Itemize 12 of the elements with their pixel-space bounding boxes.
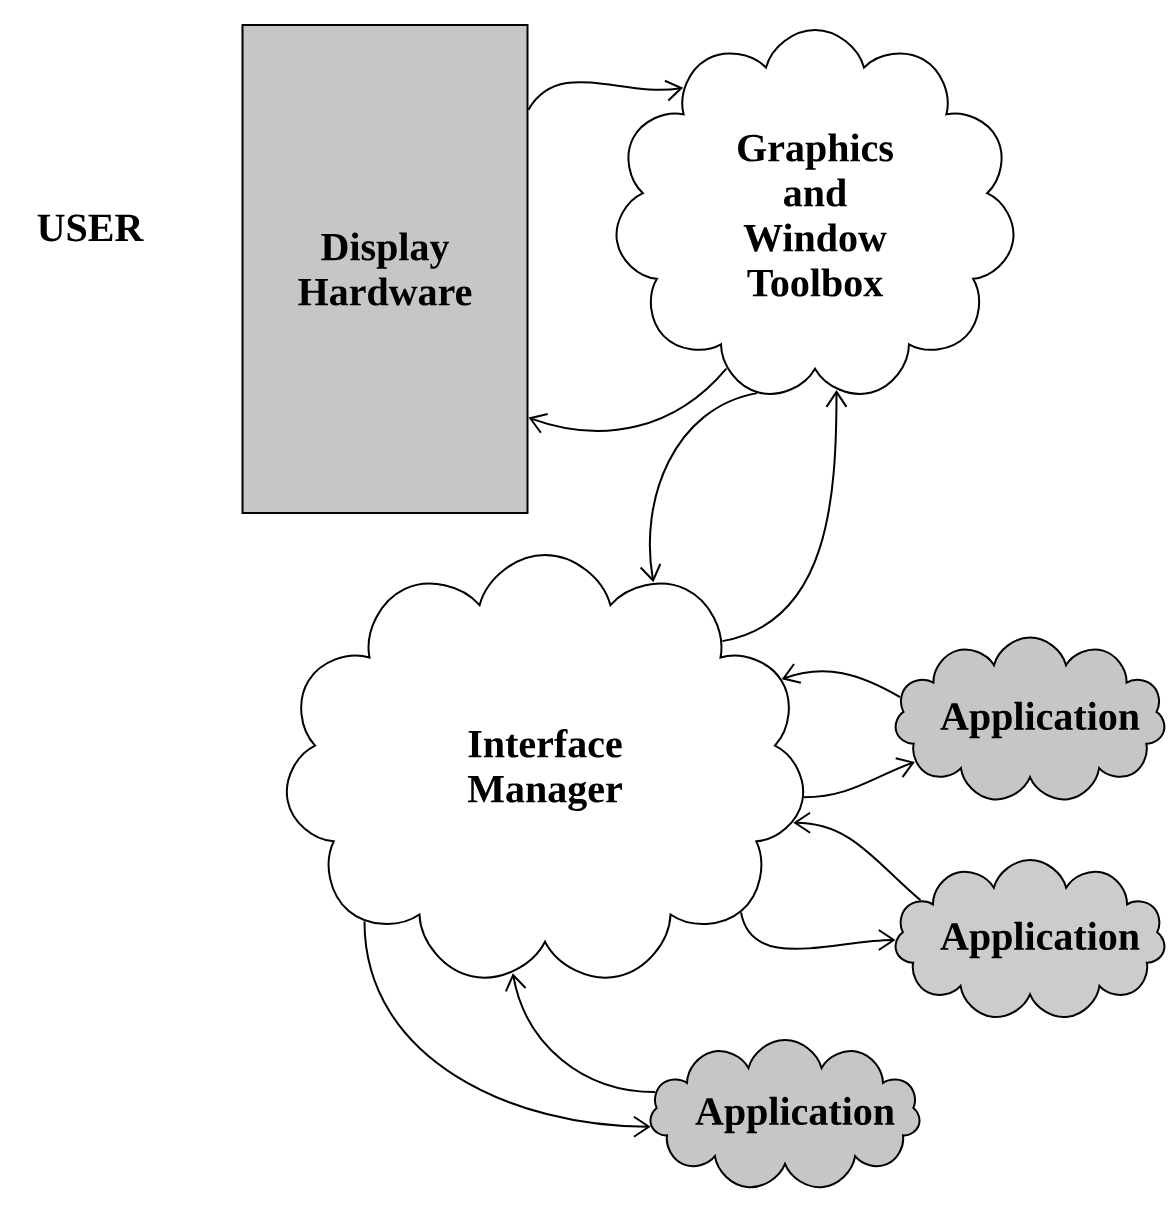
arrow: [721, 390, 848, 643]
arrow: [527, 79, 684, 111]
user-label: USER: [37, 214, 144, 242]
arrow: [639, 392, 759, 583]
arrow: [504, 973, 657, 1094]
arrow: [363, 920, 651, 1138]
display-hardware-box: Display Hardware: [241, 24, 529, 514]
arrow: [781, 663, 902, 699]
arrow: [528, 367, 728, 434]
arrow: [793, 811, 922, 902]
arrow: [740, 911, 896, 951]
arrow: [802, 757, 915, 799]
